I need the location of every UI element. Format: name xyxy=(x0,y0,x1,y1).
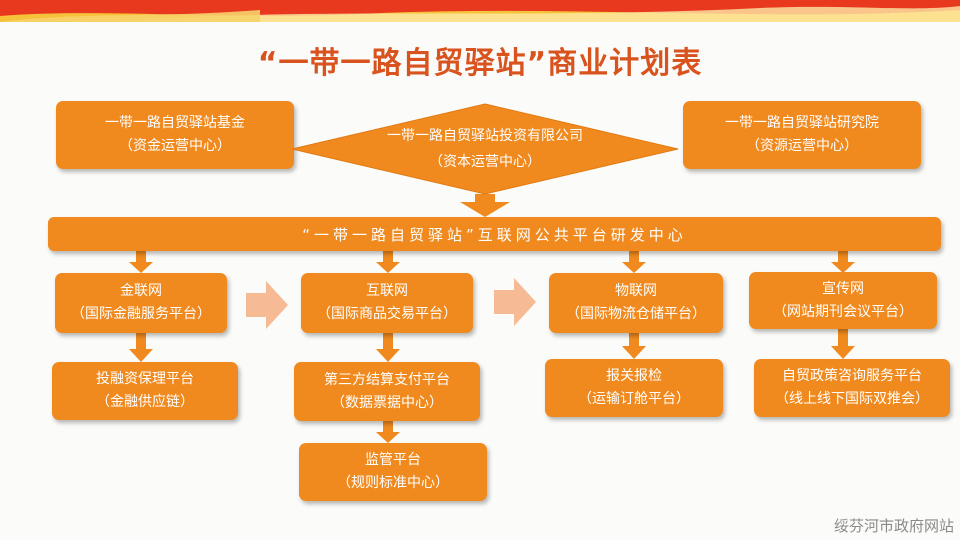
arrow-col1-to-child xyxy=(129,333,153,362)
column-head-iot: 物联网 （国际物流仓储平台） xyxy=(549,273,723,333)
column-head-publicity: 宣传网 （网站期刊会议平台） xyxy=(749,272,937,329)
header-decoration xyxy=(0,0,960,22)
investment-company-text: 一带一路自贸驿站投资有限公司 （资本运营中心） xyxy=(290,102,680,196)
arrow-col2-child-to-regulation xyxy=(376,421,400,443)
arrow-col2-to-child xyxy=(376,333,400,362)
column-head-finance: 金联网 （国际金融服务平台） xyxy=(55,273,227,333)
child-box-policy-line2: （线上线下国际双推会） xyxy=(775,391,929,407)
arrow-band-to-col2 xyxy=(376,251,400,273)
arrow-col3-to-child xyxy=(622,333,646,359)
arrow-col2-to-col3 xyxy=(494,278,536,326)
arrow-diamond-to-band xyxy=(460,194,510,217)
arrow-col1-to-col2 xyxy=(246,281,288,329)
child-box-policy-line1: 自贸政策咨询服务平台 xyxy=(782,368,922,384)
column-head-finance-desc: （国际金融服务平台） xyxy=(71,306,211,322)
column-head-iot-desc: （国际物流仓储平台） xyxy=(566,306,706,322)
child-box-regulation-line2: （规则标准中心） xyxy=(337,475,449,491)
research-institute-line2: （资源运营中心） xyxy=(746,138,858,154)
arrow-col4-to-child xyxy=(831,329,855,359)
child-box-customs-line1: 报关报检 xyxy=(606,368,662,384)
research-institute-box: 一带一路自贸驿站研究院 （资源运营中心） xyxy=(683,101,921,169)
arrow-band-to-col3 xyxy=(622,251,646,273)
column-head-finance-name: 金联网 xyxy=(120,283,162,299)
fund-box: 一带一路自贸驿站基金 （资金运营中心） xyxy=(56,101,294,169)
column-head-publicity-name: 宣传网 xyxy=(822,280,864,297)
column-head-internet-name: 互联网 xyxy=(366,283,408,299)
investment-company-diamond xyxy=(291,103,679,195)
investment-company-line2: （资本运营中心） xyxy=(429,154,541,170)
page-title: “一带一路自贸驿站”商业计划表 xyxy=(257,46,703,81)
fund-box-line2: （资金运营中心） xyxy=(119,138,231,154)
arrow-band-to-col1 xyxy=(129,251,153,273)
rd-center-band: “一带一路自贸驿站”互联网公共平台研发中心 xyxy=(48,217,941,251)
arrow-band-to-col4 xyxy=(831,251,855,273)
child-box-payment-line2: （数据票据中心） xyxy=(331,394,443,411)
child-box-regulation: 监管平台 （规则标准中心） xyxy=(299,443,487,501)
site-watermark: 绥芬河市政府网站 xyxy=(833,517,954,535)
column-head-internet-desc: （国际商品交易平台） xyxy=(317,306,457,322)
column-head-internet: 互联网 （国际商品交易平台） xyxy=(301,273,473,333)
child-box-factoring-line2: （金融供应链） xyxy=(96,394,194,410)
investment-company-line1: 一带一路自贸驿站投资有限公司 xyxy=(387,128,583,144)
child-box-factoring-line1: 投融资保理平台 xyxy=(96,371,194,387)
child-box-customs: 报关报检 （运输订舱平台） xyxy=(545,359,723,417)
child-box-payment: 第三方结算支付平台 （数据票据中心） xyxy=(294,362,480,421)
child-box-factoring: 投融资保理平台 （金融供应链） xyxy=(52,362,238,420)
child-box-customs-line2: （运输订舱平台） xyxy=(578,391,690,407)
research-institute-line1: 一带一路自贸驿站研究院 xyxy=(725,115,879,131)
child-box-regulation-line1: 监管平台 xyxy=(365,452,421,468)
column-head-publicity-desc: （网站期刊会议平台） xyxy=(773,303,913,320)
column-head-iot-name: 物联网 xyxy=(615,283,657,299)
child-box-payment-line1: 第三方结算支付平台 xyxy=(324,371,450,388)
fund-box-line1: 一带一路自贸驿站基金 xyxy=(105,115,245,131)
child-box-policy: 自贸政策咨询服务平台 （线上线下国际双推会） xyxy=(754,359,950,417)
